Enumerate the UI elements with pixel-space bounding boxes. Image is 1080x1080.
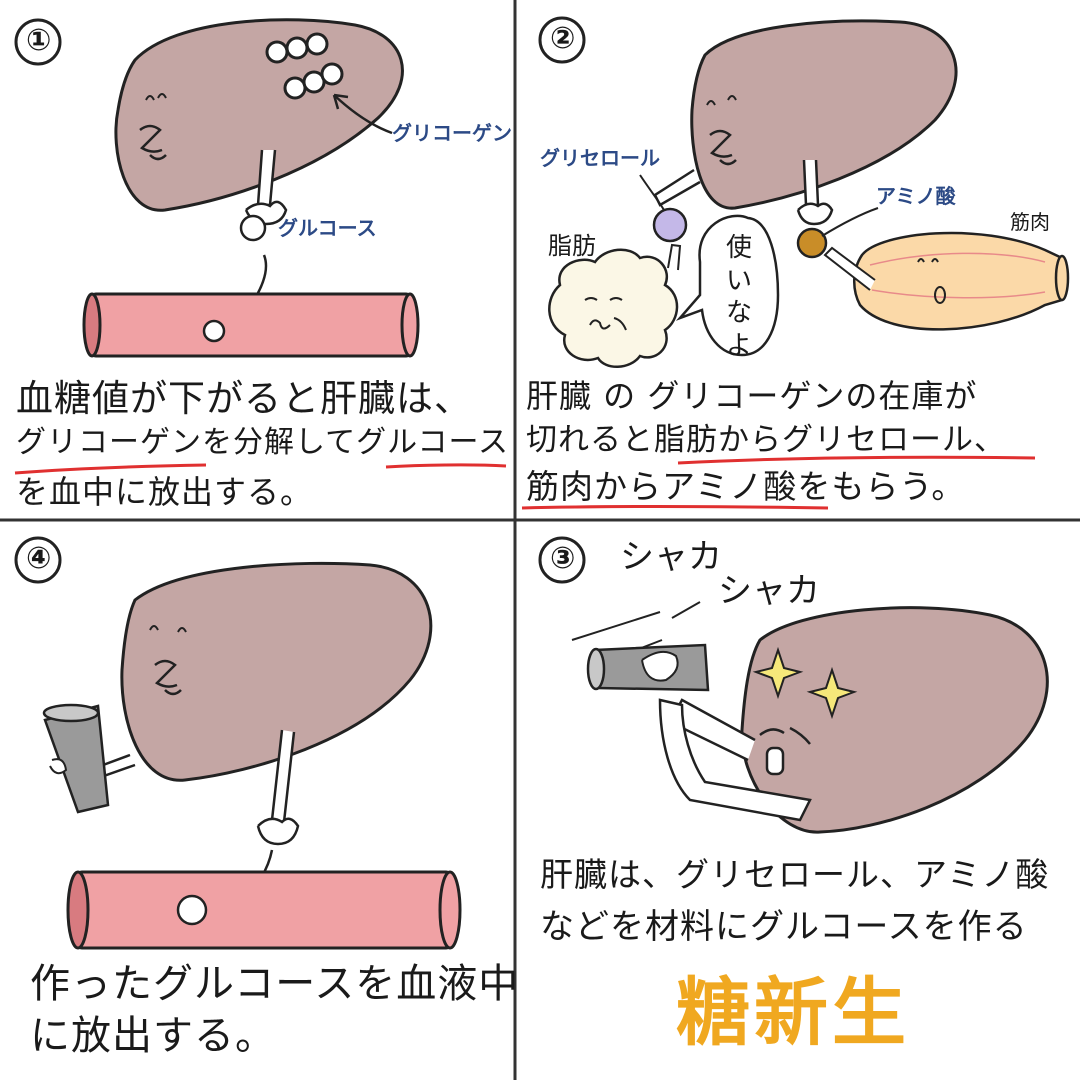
panel4-caption-line2: に放出する。 (30, 1013, 276, 1059)
glycerol-ball (652, 207, 688, 243)
underline-glucose (385, 463, 507, 469)
panel2-number: ② (550, 21, 576, 56)
blood-vessel-1 (82, 292, 420, 358)
panel4-number-circle (14, 536, 62, 584)
panel1-number-circle (14, 18, 62, 66)
glycogen-beads (265, 32, 344, 100)
liver-character-1 (114, 18, 404, 226)
panel3-caption-line1: 肝臓は、グリセロール、アミノ酸 (540, 855, 1050, 894)
blood-vessel-4 (66, 870, 462, 950)
sparkle-eye-right (806, 666, 858, 720)
sparkle-eye-left (752, 646, 804, 700)
glucose-molecule-4 (176, 894, 208, 926)
label-amino-acid: アミノ酸 (876, 184, 956, 208)
label-fat: 脂肪 (548, 232, 596, 260)
panel1-caption-line2: グリコーゲンを分解してグルコース (16, 425, 509, 460)
panel2-number-circle (538, 16, 586, 64)
panel4-number: ④ (26, 541, 52, 576)
panel1-number: ① (26, 23, 52, 58)
glucose-molecule-1 (239, 214, 267, 242)
speech-bubble (675, 214, 780, 357)
underline-fat-glycerol (677, 455, 1036, 465)
amino-pointer (821, 207, 879, 237)
label-glucose: グルコース (278, 216, 377, 240)
panel3-number: ③ (550, 541, 576, 576)
glycerol-pointer (639, 174, 665, 211)
sfx-shaka-2: シャカ (718, 571, 820, 611)
panel1-caption-line3: を血中に放出する。 (16, 473, 314, 511)
liver3-arm-bottom (658, 698, 812, 822)
liver1-mouth (139, 124, 167, 161)
liver1-eyes (145, 93, 167, 101)
label-muscle: 筋肉 (1010, 210, 1050, 234)
glycogen-arrow (333, 94, 393, 135)
liver-character-2 (653, 19, 958, 226)
shaker-cup-4 (42, 703, 110, 814)
liver1-arm (256, 149, 277, 207)
sfx-shaka-1: シャカ (620, 537, 722, 577)
panel1-caption-line1: 血糖値が下がると肝臓は、 (16, 377, 472, 420)
panel2-caption-line3: 筋肉からアミノ酸をもらう。 (526, 467, 966, 506)
label-glycogen: グリコーゲン (392, 121, 512, 145)
liver-character-4 (93, 561, 433, 846)
gluconeogenesis-title: 糖新生 (676, 970, 910, 1056)
panel2-caption-line1: 肝臓 の グリコーゲンの在庫が (526, 377, 978, 415)
panel2-caption-line2: 切れると脂肪からグリセロール、 (526, 422, 1006, 458)
label-glycerol: グリセロール (540, 146, 660, 170)
underline-glycogen (14, 463, 207, 475)
underline-muscle-amino (521, 505, 829, 510)
shaker-cup-3 (586, 643, 710, 692)
muscle-character (823, 231, 1070, 331)
speech-text: 使いなよ (726, 233, 753, 361)
amino-acid-ball (796, 227, 828, 259)
panel3-number-circle (538, 536, 586, 584)
fat-character (548, 243, 682, 368)
panel4-caption-line1: 作ったグルコースを血液中 (30, 961, 520, 1007)
panel3-caption-line2: などを材料にグルコースを作る (540, 907, 1028, 947)
